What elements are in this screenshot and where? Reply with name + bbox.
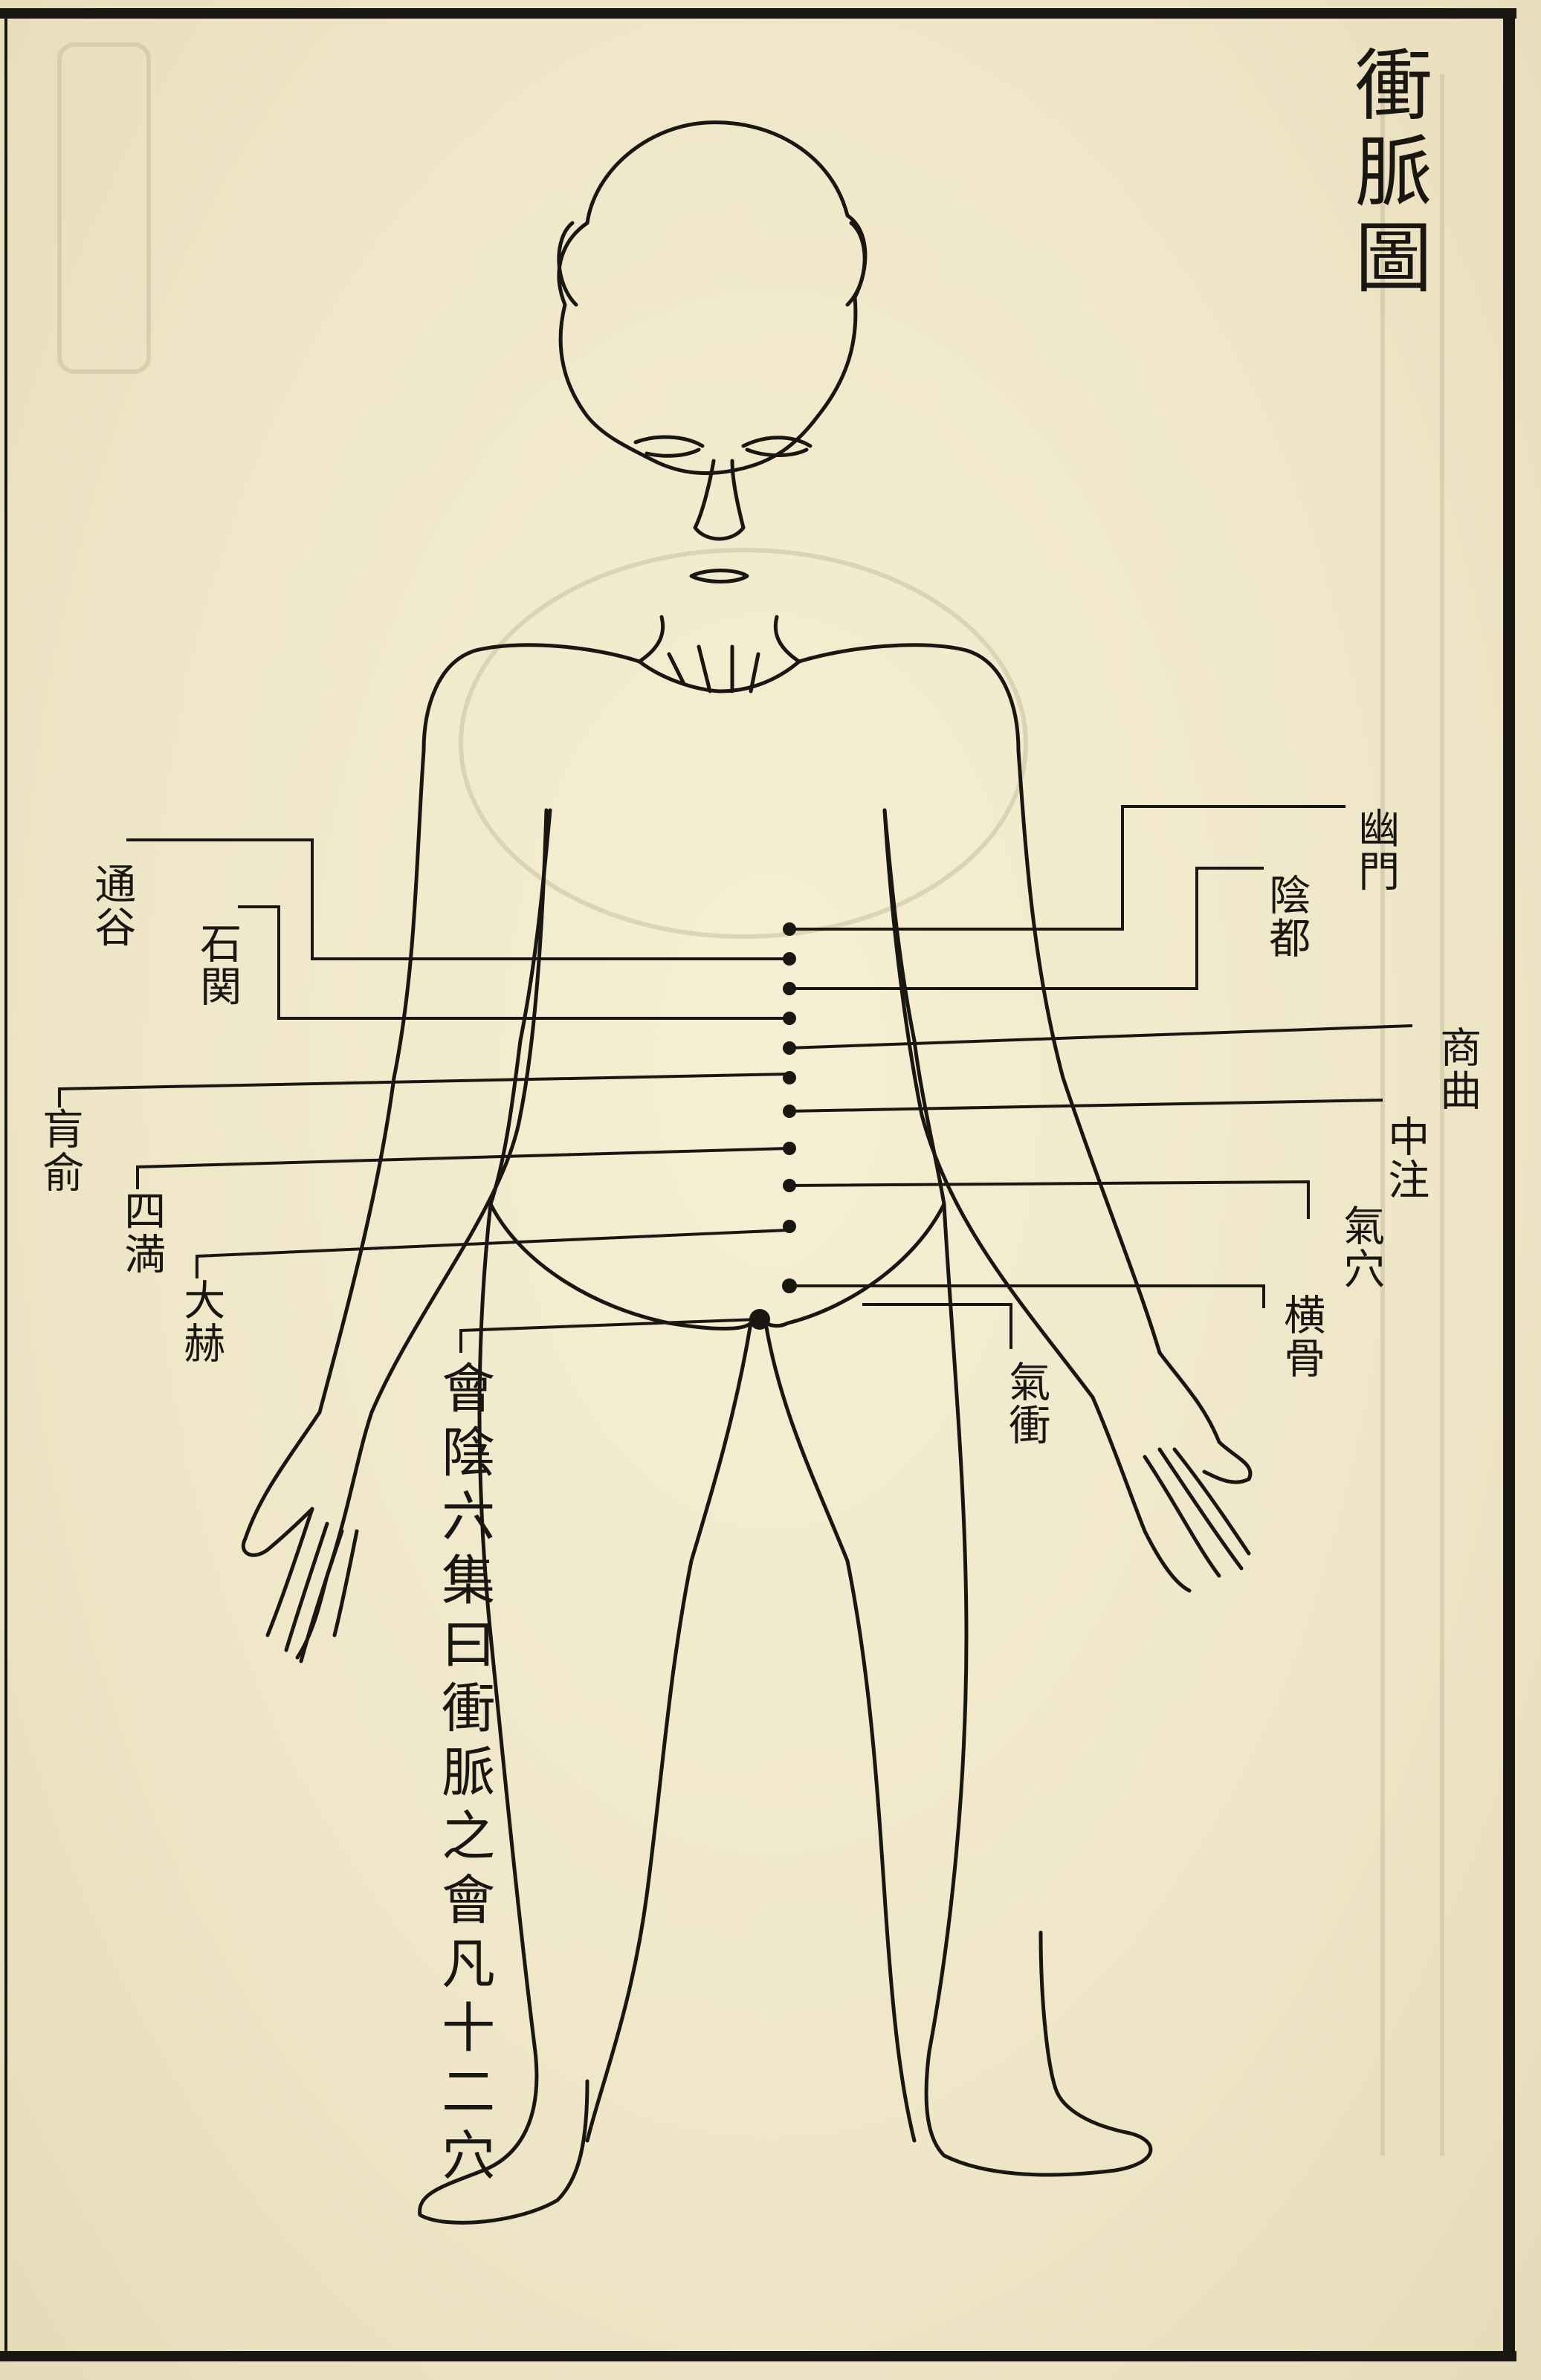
leader-lines bbox=[59, 806, 1412, 1353]
point-label-youmen: 幽門 bbox=[1353, 806, 1397, 893]
point-label-huangshu: 肓俞 bbox=[37, 1107, 81, 1194]
acupoint-dots bbox=[749, 922, 797, 1330]
point-label-dahe: 大赫 bbox=[178, 1278, 222, 1365]
caption-text: 會陰六集曰衝脈之會凡十二穴 bbox=[435, 1360, 491, 2191]
page-title: 衝脈圖 bbox=[1345, 45, 1427, 303]
point-label-siman: 四満 bbox=[119, 1189, 163, 1275]
human-figure bbox=[243, 123, 1250, 2223]
bleed-through bbox=[59, 45, 1442, 2156]
point-label-shangqu: 商曲 bbox=[1435, 1026, 1479, 1112]
point-label-zhongzhu: 中注 bbox=[1383, 1115, 1427, 1201]
point-label-qixue: 氣穴 bbox=[1338, 1204, 1382, 1290]
point-label-qichong: 氣衝 bbox=[1004, 1360, 1047, 1446]
point-label-shiguan: 石関 bbox=[195, 922, 239, 1008]
point-label-tonggu: 通谷 bbox=[89, 862, 133, 948]
point-label-yindu: 陰都 bbox=[1264, 873, 1308, 960]
point-label-henggu: 横骨 bbox=[1279, 1293, 1322, 1380]
page-border bbox=[0, 10, 1516, 2360]
